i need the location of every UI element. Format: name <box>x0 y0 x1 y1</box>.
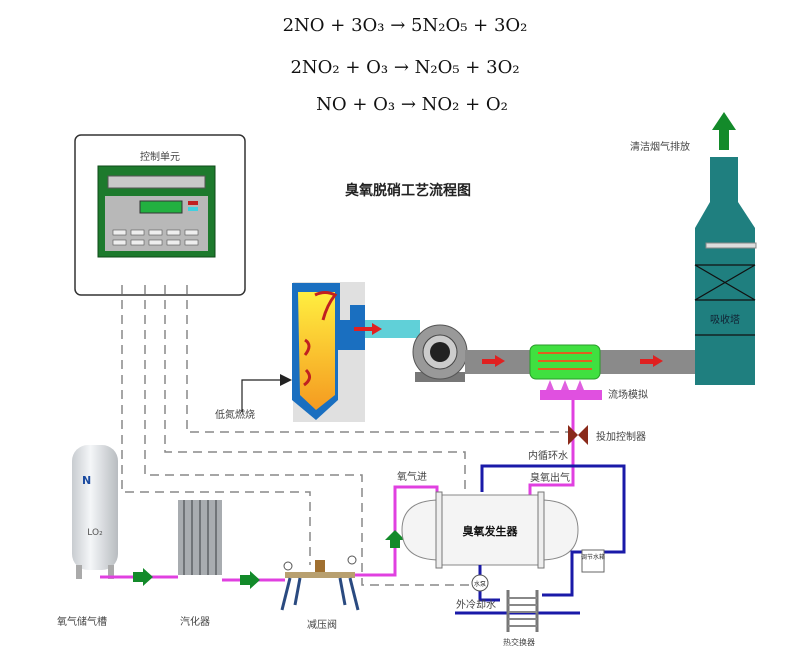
pressure-reducing-valve-label: 减压阀 <box>307 618 337 631</box>
diagram-title: 臭氧脱硝工艺流程图 <box>345 182 471 199</box>
vaporizer-label: 汽化器 <box>180 615 210 628</box>
ozone-line <box>528 400 575 495</box>
ozone-outlet-label: 臭氧出气 <box>530 471 570 484</box>
regulating-tank-label: 调节水箱 <box>581 553 605 561</box>
regulating-tank <box>581 549 605 573</box>
absorption-tower-label: 吸收塔 <box>710 313 740 326</box>
oxygen-tank-label: 氧气储气槽 <box>57 615 107 628</box>
combustion-arrow <box>241 379 282 412</box>
equation-1: 2NO + 3O₃ → 5N₂O₅ + 3O₂ <box>283 15 528 36</box>
inner-circulating-water-label: 内循环水 <box>528 449 568 462</box>
clean-gas-discharge-label: 清洁烟气排放 <box>630 140 690 153</box>
oxygen-line <box>100 485 439 582</box>
boiler <box>292 282 365 422</box>
external-cooling-water-label: 外冷却水 <box>456 598 496 611</box>
pump-label: 水泵 <box>474 580 486 588</box>
control-unit: 控制单元 <box>74 134 246 296</box>
boiler-outlet-duct <box>365 320 420 338</box>
flow-field-simulation-label: 流场模拟 <box>608 388 648 401</box>
flow-field-mixer <box>529 344 602 400</box>
control-signal-lines <box>121 285 570 586</box>
oxygen-storage-tank: N LO₂ <box>72 445 118 579</box>
tank-marking: LO₂ <box>87 528 103 538</box>
svg-text:N: N <box>82 474 91 487</box>
flow-arrows <box>482 355 663 367</box>
oxygen-flow-arrows <box>133 530 405 589</box>
dosing-valve <box>568 425 588 445</box>
heat-exchanger <box>506 590 539 632</box>
control-unit-label: 控制单元 <box>140 150 180 163</box>
heat-exchanger-label: 热交换器 <box>503 637 535 647</box>
pressure-reducing-valve <box>280 555 360 611</box>
dosing-controller-label: 投加控制器 <box>596 430 646 443</box>
absorption-tower: 吸收塔 <box>694 157 757 385</box>
oxygen-inlet-label: 氧气进 <box>397 470 427 483</box>
induced-draft-fan <box>412 324 468 382</box>
exhaust-up-arrow-icon <box>712 112 736 150</box>
ozone-generator-label: 臭氧发生器 <box>463 524 519 538</box>
ozone-generator: 臭氧发生器 <box>401 491 579 569</box>
pump-icon <box>471 574 489 592</box>
equation-2: 2NO₂ + O₃ → N₂O₅ + 3O₂ <box>290 57 519 78</box>
equation-3: NO + O₃ → NO₂ + O₂ <box>316 94 508 115</box>
low-nox-combustion-label: 低氮燃烧 <box>215 408 255 421</box>
vaporizer <box>178 500 222 575</box>
